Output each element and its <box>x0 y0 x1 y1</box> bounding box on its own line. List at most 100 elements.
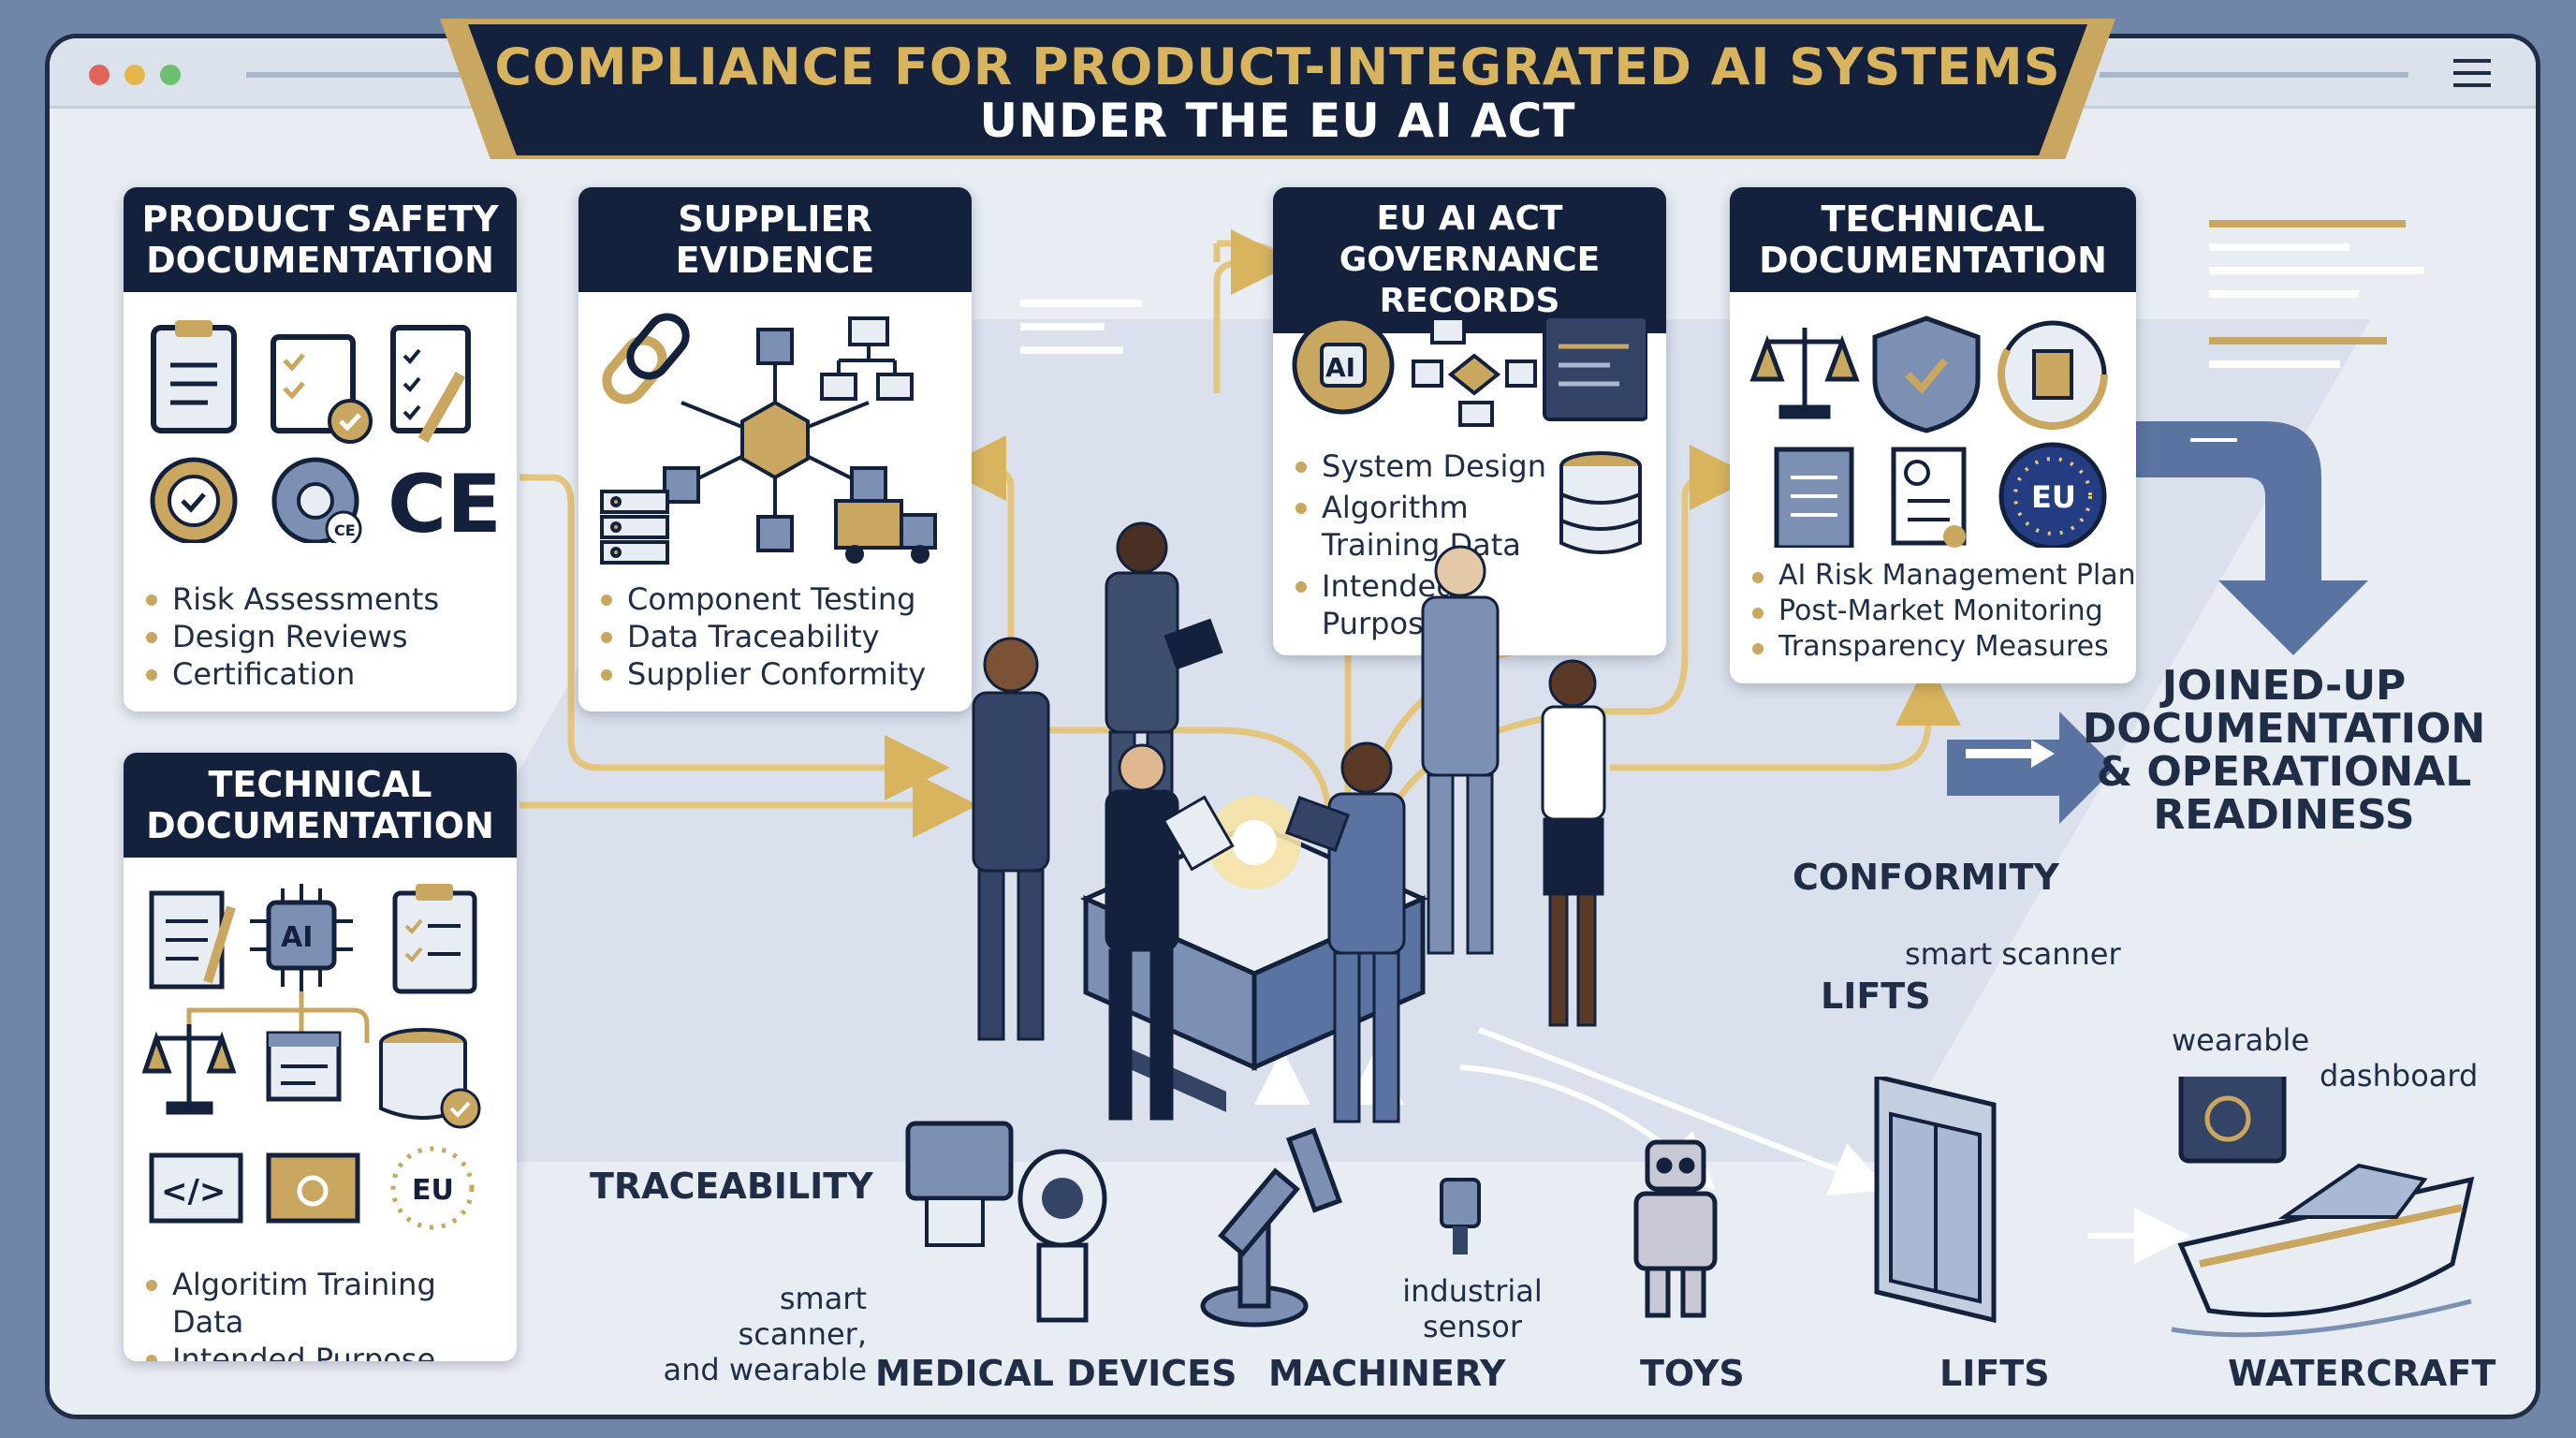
label-line: and wearable <box>663 1352 868 1387</box>
gear-window-icon <box>266 1152 360 1224</box>
governance-icons: AI <box>1292 315 1647 427</box>
code-brackets-icon: </> <box>149 1152 243 1224</box>
industrial-sensor-icon <box>1440 1178 1481 1255</box>
gear-ce-icon: CE <box>271 457 362 543</box>
eu-badge-text: EU <box>412 1174 454 1207</box>
list-item: Component Testing <box>600 580 926 618</box>
decor-line <box>1020 323 1105 330</box>
eu-flag-icon: EU <box>1998 442 2107 548</box>
conformity-label: CONFORMITY <box>1793 857 2059 898</box>
big-arrow-down <box>2125 421 2368 655</box>
list-item: Risk Assessments <box>145 581 440 617</box>
report-icon <box>1774 447 1854 548</box>
joined-up-line: JOINED-UP <box>2161 662 2407 710</box>
list-item: Algorithm Training Data <box>1295 489 1574 564</box>
product-label-medical-devices: MEDICAL DEVICES <box>875 1353 1237 1394</box>
server-rack-icon <box>600 490 669 565</box>
eu-badge-text: EU <box>2031 479 2076 515</box>
decor-line <box>2209 337 2387 345</box>
svg-text:CE: CE <box>388 458 498 543</box>
list-item: Transparency Measures <box>1752 629 2136 665</box>
product-label-toys: TOYS <box>1640 1353 1745 1394</box>
checklist-icon <box>271 334 373 444</box>
menu-icon[interactable] <box>2453 59 2491 87</box>
industrial-robot-icon <box>1200 1127 1343 1328</box>
industrial-sensor-label: industrial sensor <box>1402 1273 1543 1344</box>
window-maximize-dot[interactable] <box>160 65 181 85</box>
checklist-pencil-icon <box>390 325 471 443</box>
list-item: Post-Market Monitoring <box>1752 594 2136 629</box>
org-chart-icon <box>820 316 914 401</box>
product-illustrations <box>905 1077 2475 1338</box>
person-icon <box>1105 743 1235 1121</box>
card-technical-documentation-right: TECHNICAL DOCUMENTATION EU AI Risk Manag… <box>1730 187 2136 683</box>
card-title: TECHNICAL DOCUMENTATION <box>1730 187 2136 292</box>
scales-icon <box>142 1024 237 1115</box>
central-scene <box>972 521 1606 1123</box>
traceability-label: TRACEABILITY <box>590 1166 873 1207</box>
list-item: AI Risk Management Plan <box>1752 559 2136 592</box>
card-title-line1: EU AI ACT <box>1376 199 1563 238</box>
smart-scanner-label: smart scanner <box>1905 936 2121 972</box>
shield-check-icon <box>1872 315 1981 433</box>
database-icon <box>1559 451 1642 554</box>
governance-list: System Design Algorithm Training Data In… <box>1273 448 1574 642</box>
product-safety-icons: CE CE <box>150 320 498 543</box>
supplier-list: Component Testing Data Traceability Supp… <box>578 580 926 693</box>
list-item: Intended Purpose <box>146 1341 517 1361</box>
ai-badge-text: AI <box>1325 352 1355 383</box>
joined-up-heading: JOINED-UP DOCUMENTATION & OPERATIONAL RE… <box>2069 665 2499 837</box>
page-title: COMPLIANCE FOR PRODUCT-INTEGRATED AI SYS… <box>494 37 2061 96</box>
decor-line <box>2209 267 2424 274</box>
medical-device-icon <box>905 1121 1107 1323</box>
chrome-bar-left <box>246 72 490 78</box>
decor-line <box>1020 300 1142 307</box>
person-icon <box>1421 545 1500 955</box>
ai-chip-icon: AI <box>250 884 353 991</box>
card-supplier-evidence: SUPPLIER EVIDENCE Component Testing Data… <box>578 187 972 712</box>
window-minimize-dot[interactable] <box>124 65 145 85</box>
window-close-dot[interactable] <box>89 65 110 85</box>
lift-icon <box>1874 1077 1997 1324</box>
toy-robot-icon <box>1633 1139 1718 1318</box>
window-icon <box>266 1031 342 1102</box>
code-window-icon <box>1543 315 1647 421</box>
product-label-lifts: LIFTS <box>1939 1353 2050 1394</box>
person-icon <box>972 637 1050 1041</box>
delivery-truck-icon <box>834 499 937 564</box>
person-icon <box>1541 659 1606 1027</box>
card-technical-documentation-left: TECHNICAL DOCUMENTATION AI </> EU Algori… <box>124 753 517 1361</box>
supplier-icons <box>600 313 937 565</box>
product-safety-list: Risk Assessments Design Reviews Certific… <box>124 580 439 693</box>
technical-right-list: AI Risk Management Plan Post-Market Moni… <box>1730 558 2136 665</box>
clipboard-icon <box>151 320 237 433</box>
boat-icon <box>2171 1163 2475 1338</box>
joined-up-line: DOCUMENTATION <box>2082 705 2486 753</box>
clipboard-checklist-icon <box>392 884 477 994</box>
decor-line <box>2209 360 2340 368</box>
decor-line <box>2209 220 2406 227</box>
card-title: TECHNICAL DOCUMENTATION <box>124 753 517 858</box>
scales-icon <box>1749 328 1860 419</box>
document-pencil-icon <box>149 890 236 990</box>
product-label-machinery: MACHINERY <box>1268 1353 1506 1394</box>
list-item: Supplier Conformity <box>600 656 927 692</box>
ce-mark-icon: CE <box>388 458 498 543</box>
title-banner <box>468 24 2087 155</box>
gear-check-icon <box>150 457 238 543</box>
joined-up-line: & OPERATIONAL <box>2096 748 2472 796</box>
dashboard-screen-icon <box>2178 1077 2287 1164</box>
decor-line <box>2209 290 2359 298</box>
label-line: industrial <box>1402 1273 1543 1309</box>
decor-line <box>2209 243 2349 251</box>
label-line: smart scanner, <box>738 1281 867 1352</box>
chrome-bar-right <box>2100 72 2408 78</box>
list-item: Certification <box>145 655 439 693</box>
wearable-label: wearable <box>2172 1022 2310 1058</box>
document-circle-icon <box>1998 319 2108 430</box>
card-title: SUPPLIER EVIDENCE <box>578 187 972 292</box>
technical-right-icons: EU <box>1749 315 2108 548</box>
smart-scanner-wearable-label: smart scanner, and wearable <box>661 1281 868 1387</box>
decor-line <box>1020 346 1123 354</box>
database-check-icon <box>379 1028 481 1129</box>
